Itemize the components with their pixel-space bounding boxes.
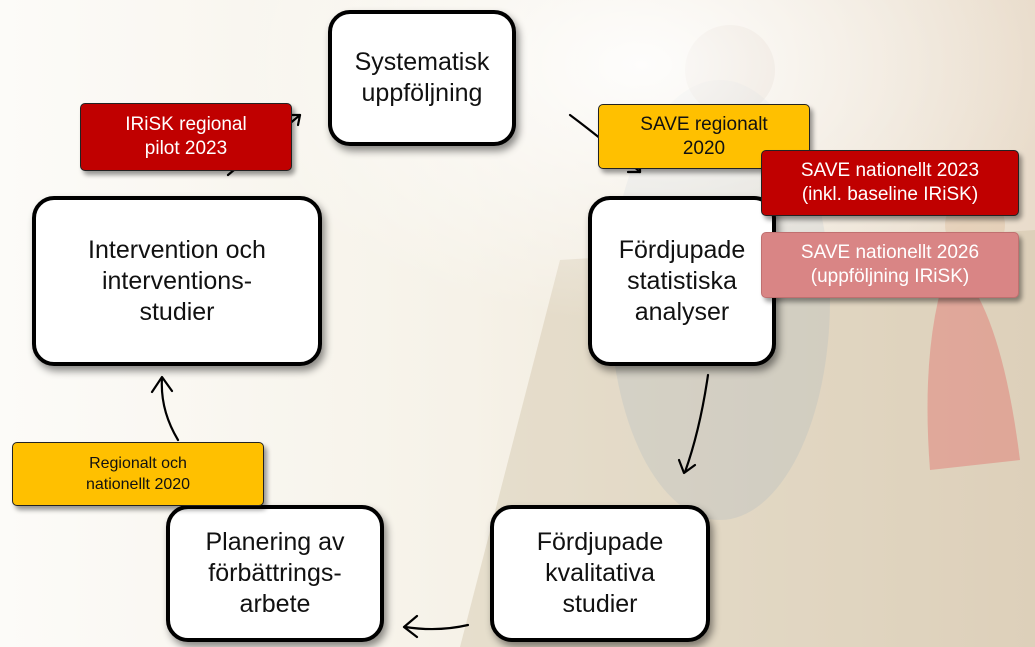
node-label: Systematisk uppföljning	[354, 48, 490, 107]
tag-save-nationellt-2026: SAVE nationellt 2026 (uppföljning IRiSK)	[761, 232, 1019, 298]
tag-label: SAVE regionalt 2020	[640, 113, 768, 159]
node-label: Planering av förbättrings- arbete	[205, 528, 345, 618]
node-label: Fördjupade statistiska analyser	[618, 235, 746, 326]
node-planering-forbattringsarbete: Planering av förbättrings- arbete	[166, 505, 384, 642]
node-label: Fördjupade kvalitativa studier	[536, 528, 664, 618]
tag-regionalt-och-nationellt: Regionalt och nationellt 2020	[12, 442, 264, 506]
node-fordjupade-statistiska-analyser: Fördjupade statistiska analyser	[588, 196, 776, 366]
node-fordjupade-kvalitativa-studier: Fördjupade kvalitativa studier	[490, 505, 710, 642]
node-label: Intervention och interventions- studier	[88, 235, 266, 326]
node-intervention-studier: Intervention och interventions- studier	[32, 196, 322, 366]
node-systematisk-uppfoljning: Systematisk uppföljning	[328, 10, 516, 146]
tag-label: SAVE nationellt 2023 (inkl. baseline IRi…	[800, 160, 980, 205]
tag-save-nationellt-2023: SAVE nationellt 2023 (inkl. baseline IRi…	[761, 150, 1019, 216]
tag-irisk-regional-pilot: IRiSK regional pilot 2023	[80, 103, 292, 171]
tag-label: SAVE nationellt 2026 (uppföljning IRiSK)	[800, 242, 980, 287]
tag-label: IRiSK regional pilot 2023	[125, 114, 247, 159]
tag-label: Regionalt och nationellt 2020	[85, 455, 191, 493]
